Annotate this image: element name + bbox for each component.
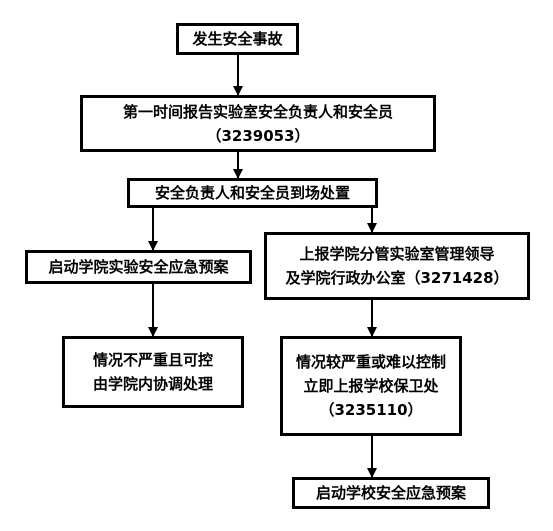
accident-text: 发生安全事故 [192, 30, 283, 48]
accident-box: 发生安全事故 [176, 23, 299, 55]
school-emergency-plan-text: 启动学校安全应急预案 [315, 484, 466, 502]
report-college-leaders-box: 上报学院分管实验室管理领导 及学院行政办公室（3271428） [264, 232, 530, 300]
handled-in-college-text: 由学院内协调处理 [92, 375, 213, 393]
officers-onsite-box: 安全负责人和安全员到场处置 [127, 178, 378, 208]
school-emergency-plan-box: 启动学校安全应急预案 [292, 477, 490, 509]
college-emergency-plan-box: 启动学院实验安全应急预案 [25, 250, 252, 284]
serious-situation-text: 情况较严重或难以控制 [295, 353, 446, 371]
minor-situation-box: 情况不严重且可控 由学院内协调处理 [62, 336, 244, 408]
report-college-leaders-text: 上报学院分管实验室管理领导 [299, 245, 495, 263]
serious-situation-box: 情况较严重或难以控制 立即上报学校保卫处 （3235110） [280, 336, 462, 436]
minor-situation-text: 情况不严重且可控 [92, 351, 213, 369]
report-safety-officers-phone: （3239053） [206, 126, 310, 145]
report-college-office-text: 及学院行政办公室（3271428） [285, 269, 509, 287]
report-safety-officers-box: 第一时间报告实验室安全负责人和安全员 （3239053） [80, 95, 436, 152]
college-emergency-plan-text: 启动学院实验安全应急预案 [48, 258, 229, 276]
report-security-office-text: 立即上报学校保卫处 [303, 377, 439, 395]
report-safety-officers-text: 第一时间报告实验室安全负责人和安全员 [122, 102, 393, 121]
officers-onsite-text: 安全负责人和安全员到场处置 [154, 184, 350, 202]
security-office-phone: （3235110） [319, 401, 423, 419]
